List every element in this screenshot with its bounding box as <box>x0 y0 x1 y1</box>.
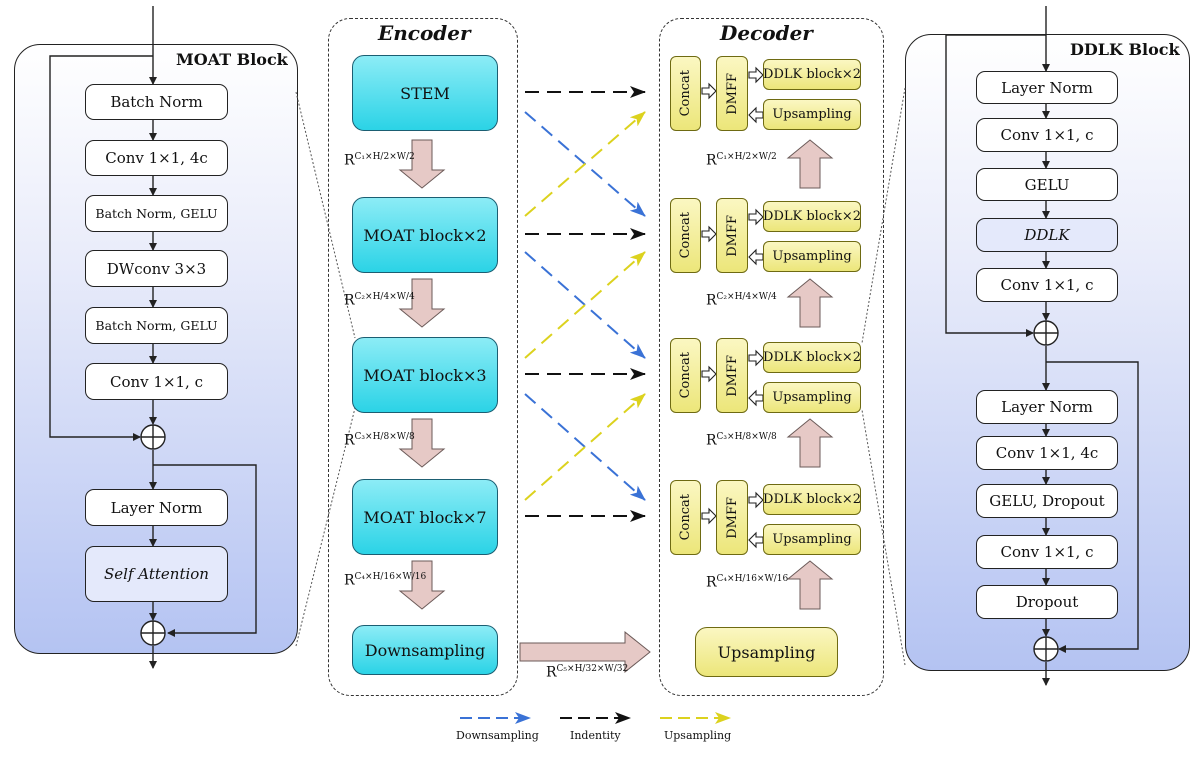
legend-upsampling: Upsampling <box>664 729 732 742</box>
decoder-title: Decoder <box>720 21 813 45</box>
encoder-downsampling: Downsampling <box>352 625 498 675</box>
decoder-concat-4: Concat <box>670 480 701 555</box>
moat-batch-norm-gelu-1: Batch Norm, GELU <box>85 195 228 232</box>
ddlk-gelu: GELU <box>976 168 1118 201</box>
ddlk-block-title: DDLK Block <box>1070 40 1180 59</box>
decoder-concat-1: Concat <box>670 56 701 131</box>
decoder-dmff-3: DMFF <box>716 338 748 413</box>
decoder-concat-3: Concat <box>670 338 701 413</box>
ddlk-dropout: Dropout <box>976 585 1118 619</box>
ddlk-gelu-dropout: GELU, Dropout <box>976 484 1118 518</box>
encoder-title: Encoder <box>378 21 471 45</box>
moat-layer-norm: Layer Norm <box>85 489 228 526</box>
encoder-resolution-3: RC₃×H/8×W/8 <box>344 432 415 449</box>
moat-conv-1x1-c: Conv 1×1, c <box>85 363 228 400</box>
encoder-resolution-5: RC₅×H/32×W/32 <box>546 664 629 681</box>
decoder-resolution-3: RC₃×H/8×W/8 <box>706 432 777 449</box>
ddlk-layer-norm-2: Layer Norm <box>976 390 1118 424</box>
moat-self-attention: Self Attention <box>85 546 228 602</box>
decoder-upsampling-3: Upsampling <box>763 382 861 413</box>
decoder-dmff-2: DMFF <box>716 198 748 273</box>
decoder-upsampling-2: Upsampling <box>763 241 861 272</box>
ddlk-conv-1x1-c-3: Conv 1×1, c <box>976 535 1118 569</box>
legend-identity: Indentity <box>570 729 621 742</box>
encoder-stem: STEM <box>352 55 498 131</box>
decoder-ddlk-block-1: DDLK block×2 <box>763 59 861 90</box>
ddlk-conv-1x1-4c: Conv 1×1, 4c <box>976 436 1118 470</box>
encoder-moat-block-7: MOAT block×7 <box>352 479 498 555</box>
moat-block-title: MOAT Block <box>176 50 288 69</box>
encoder-resolution-2: RC₂×H/4×W/4 <box>344 292 415 309</box>
decoder-resolution-1: RC₁×H/2×W/2 <box>706 152 777 169</box>
decoder-concat-2: Concat <box>670 198 701 273</box>
ddlk-conv-1x1-c-2: Conv 1×1, c <box>976 268 1118 302</box>
decoder-upsampling-4: Upsampling <box>763 524 861 555</box>
encoder-moat-block-3: MOAT block×3 <box>352 337 498 413</box>
moat-batch-norm-gelu-2: Batch Norm, GELU <box>85 307 228 344</box>
decoder-ddlk-block-3: DDLK block×2 <box>763 342 861 373</box>
legend-downsampling: Downsampling <box>456 729 539 742</box>
moat-dwconv-3x3: DWconv 3×3 <box>85 250 228 287</box>
decoder-bottom-upsampling: Upsampling <box>695 627 838 677</box>
decoder-resolution-4: RC₄×H/16×W/16 <box>706 574 789 591</box>
moat-conv-1x1-4c: Conv 1×1, 4c <box>85 140 228 176</box>
ddlk-conv-1x1-c-1: Conv 1×1, c <box>976 118 1118 152</box>
decoder-dmff-4: DMFF <box>716 480 748 555</box>
encoder-resolution-4: RC₄×H/16×W/16 <box>344 572 427 589</box>
decoder-resolution-2: RC₂×H/4×W/4 <box>706 292 777 309</box>
ddlk-layer-norm-1: Layer Norm <box>976 71 1118 104</box>
moat-batch-norm: Batch Norm <box>85 84 228 120</box>
decoder-ddlk-block-2: DDLK block×2 <box>763 201 861 232</box>
encoder-resolution-1: RC₁×H/2×W/2 <box>344 152 415 169</box>
encoder-moat-block-2: MOAT block×2 <box>352 197 498 273</box>
ddlk-ddlk: DDLK <box>976 218 1118 252</box>
decoder-upsampling-1: Upsampling <box>763 99 861 130</box>
decoder-dmff-1: DMFF <box>716 56 748 131</box>
decoder-ddlk-block-4: DDLK block×2 <box>763 484 861 515</box>
